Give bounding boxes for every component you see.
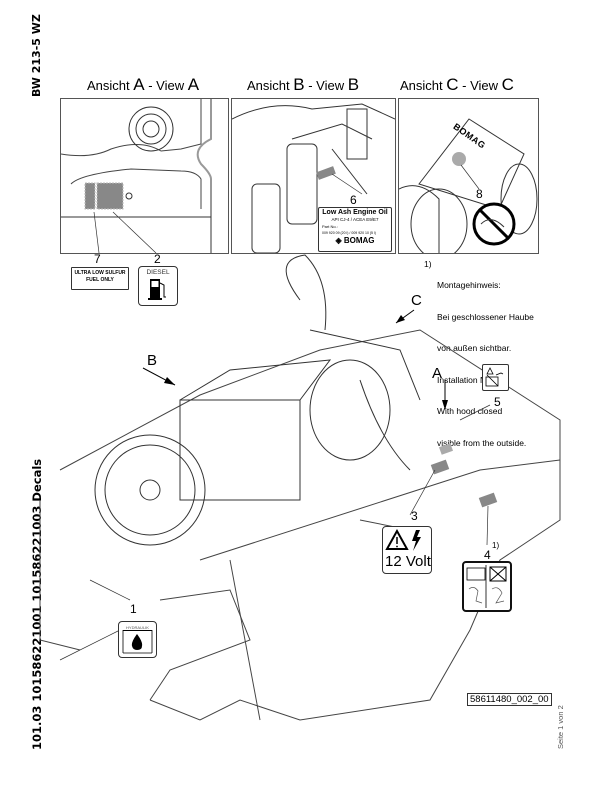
oil-spec: API CJ-4 / ACEA E9/E7 <box>331 217 379 222</box>
view-a-panel <box>60 98 229 254</box>
battery-disconnect-icon <box>466 565 507 608</box>
note-line: With hood closed <box>437 406 503 416</box>
drawing-number: 58611480_002_00 <box>467 693 552 706</box>
decal-12-volt: 12 Volt <box>382 526 432 574</box>
view-c-panel: BOMAG 8 <box>398 98 539 254</box>
view-title-c: Ansicht C - View C <box>400 75 514 94</box>
callout-1: 1 <box>130 602 137 616</box>
ulsd-line2: FUEL ONLY <box>86 277 114 283</box>
callout-7: 7 <box>94 252 101 266</box>
note-line: Bei geschlossener Haube <box>437 311 534 322</box>
view-arrow-a-label: A <box>432 365 443 382</box>
diesel-label: DIESEL <box>146 269 170 276</box>
oil-part-numbers: 009 920 09 (20 l) / 009 920 10 (5 l) <box>322 231 376 235</box>
battery-warning-icon <box>485 367 504 387</box>
view-arrow-b-label: B <box>147 352 158 369</box>
view-arrow-c-label: C <box>411 292 422 309</box>
callout-4-note: 1) <box>492 541 500 550</box>
oil-drop-icon <box>122 630 153 654</box>
callout-6: 6 <box>350 193 357 207</box>
callout-8: 8 <box>476 187 483 201</box>
bomag-logo-icon: ◈ <box>335 236 342 245</box>
view-c-drawing <box>399 118 538 253</box>
fuel-pump-icon <box>148 279 166 300</box>
oil-part-label: Part No.: <box>322 224 338 229</box>
page-number: Seite 1 von 2 <box>556 705 565 749</box>
callout-4: 4 <box>484 548 491 562</box>
electrical-hazard-icon <box>385 528 421 551</box>
callout-3: 3 <box>411 509 418 523</box>
view-b-drawing <box>232 103 395 253</box>
view-title-b: Ansicht B - View B <box>247 75 360 94</box>
note-marker: 1) <box>424 259 432 269</box>
oil-brand: ◈ BOMAG <box>335 236 375 245</box>
decal-hydraulic: HYDRAULIK <box>118 621 157 658</box>
note-line: Montagehinweis: <box>437 280 501 290</box>
volt-label: 12 Volt <box>385 553 431 570</box>
decal-battery-warning <box>482 364 509 391</box>
decal-ultra-low-sulfur: ULTRA LOW SULFUR FUEL ONLY <box>71 267 129 290</box>
ulsd-line1: ULTRA LOW SULFUR <box>74 270 126 276</box>
callout-5: 5 <box>494 395 501 409</box>
decal-battery-disconnect <box>462 561 512 612</box>
decal-low-ash-oil: Low Ash Engine Oil API CJ-4 / ACEA E9/E7… <box>318 207 392 252</box>
view-title-a: Ansicht A - View A <box>87 75 200 94</box>
oil-title: Low Ash Engine Oil <box>322 209 388 216</box>
callout-2: 2 <box>154 252 161 266</box>
note-line: visible from the outside. <box>437 437 527 448</box>
view-a-drawing <box>61 99 212 253</box>
hydraulic-label: HYDRAULIK <box>123 625 152 631</box>
view-b-panel: Low Ash Engine Oil API CJ-4 / ACEA E9/E7… <box>231 98 396 254</box>
note-line: von außen sichtbar. <box>437 343 512 353</box>
decal-diesel: DIESEL <box>138 266 178 306</box>
